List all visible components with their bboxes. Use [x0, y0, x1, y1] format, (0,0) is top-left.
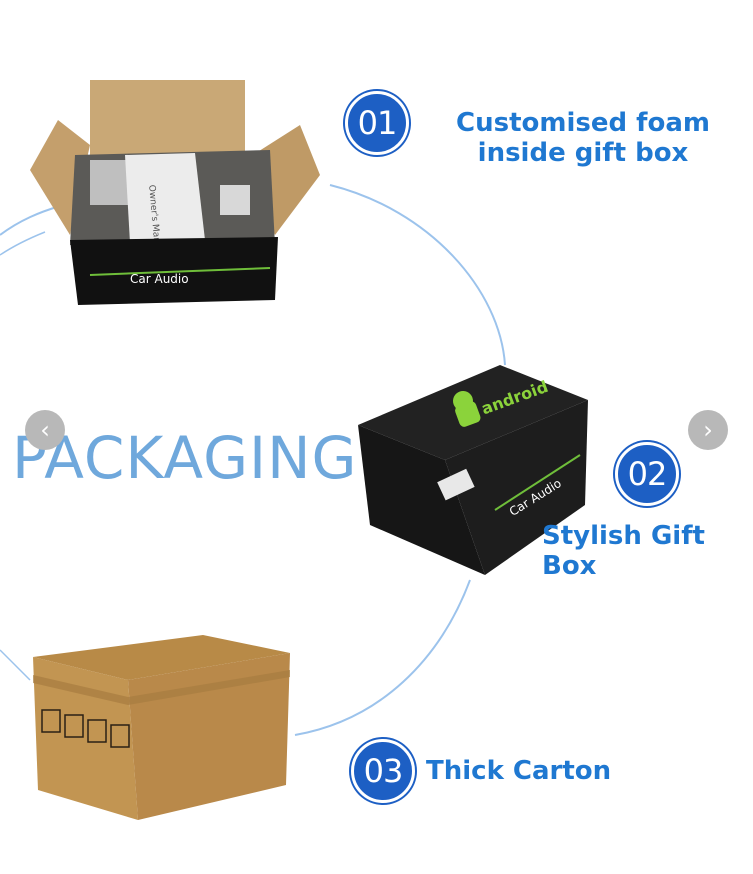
thick-carton-image [33, 635, 290, 820]
box-label-car-audio: Car Audio [130, 272, 189, 286]
feature-title-text-01: Customised foam inside gift box [456, 108, 710, 168]
feature-title-02: Stylish Gift Box [542, 521, 705, 581]
open-gift-box-image: Owner's Manual Car Audio [30, 80, 320, 305]
feature-title-03: Thick Carton [426, 756, 612, 786]
feature-number-badge-02: 02 [615, 442, 679, 506]
packaging-title: PACKAGING [12, 424, 358, 492]
feature-number-badge-03: 03 [351, 739, 415, 803]
carousel-prev-button[interactable]: ‹ [25, 410, 65, 450]
android-gift-box-image: android Car Audio [358, 365, 588, 575]
chevron-right-icon: › [703, 416, 713, 444]
carousel-next-button[interactable]: › [688, 410, 728, 450]
chevron-left-icon: ‹ [40, 416, 50, 444]
feature-title-01: Customised foam inside gift box [418, 108, 748, 168]
feature-number-badge-01: 01 [345, 91, 409, 155]
